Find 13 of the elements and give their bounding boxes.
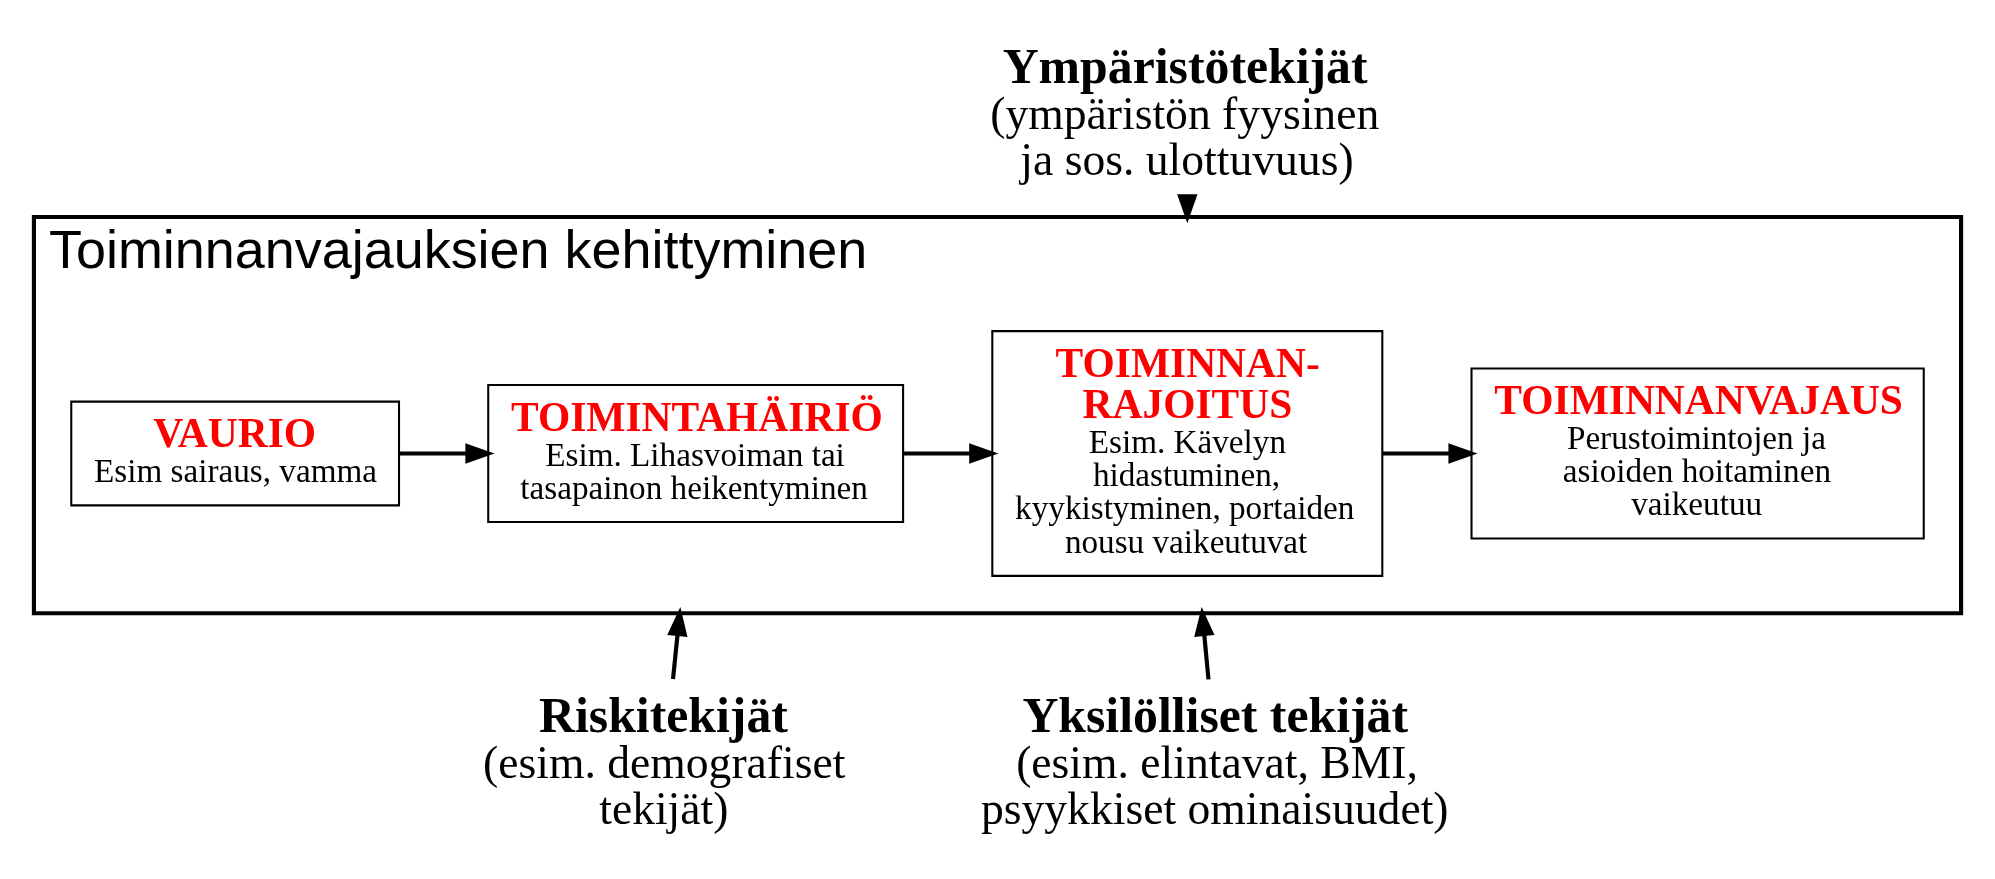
node-box: TOIMINNAN- RAJOITUS Esim. Kävelyn hidastuminen, kyykistyminen, portaiden nousu vaikeutuvat: [991, 329, 1384, 577]
arrow: [1194, 606, 1215, 680]
node-box: TOIMINTAHÄIRIÖ Esim. Lihasvoiman tai tasapainon heikentyminen: [487, 383, 905, 523]
node-box: TOIMINNANVAJAUS Perustoimintojen ja asioiden hoitaminen vaikeutuu: [1470, 366, 1925, 540]
node-text: Ympäristötekijät (ympäristön fyysinen ja sos. ulottuvuus): [990, 38, 1380, 185]
arrow: [399, 442, 495, 464]
node-text: Riskitekijät (esim. demografiset tekijät): [483, 687, 846, 834]
arrow: [904, 442, 999, 464]
node-text: Yksilölliset tekijät (esim. elintavat, BMI, psyykkiset ominaisuudet): [980, 687, 1449, 834]
node-box: VAURIO Esim sairaus, vamma: [70, 400, 401, 506]
arrow: [1177, 193, 1198, 223]
arrow: [667, 606, 688, 679]
arrow: [1382, 442, 1478, 464]
